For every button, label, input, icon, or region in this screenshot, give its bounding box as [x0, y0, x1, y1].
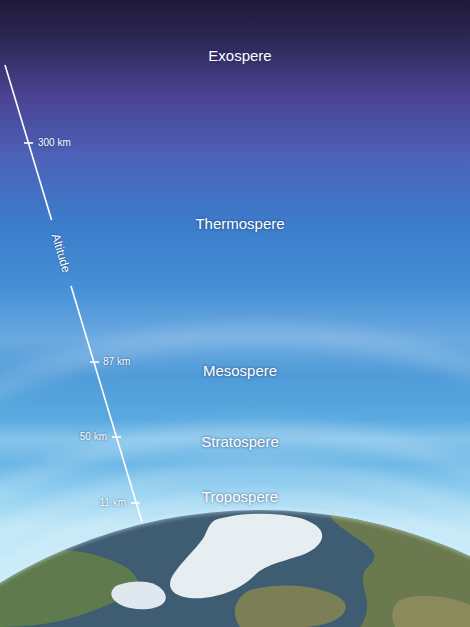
tick-mark: [90, 361, 99, 363]
tick-mark: [112, 436, 121, 438]
layer-name: Mesospere: [203, 363, 277, 378]
earth: [0, 500, 470, 627]
altitude-value: 50 km: [80, 432, 107, 442]
axis-label: Altitude: [50, 232, 73, 274]
layer-name: Tropospere: [202, 489, 278, 504]
tick-mark: [131, 502, 140, 504]
layer-name: Thermospere: [195, 216, 284, 231]
altitude-axis: [5, 65, 142, 522]
altitude-value: 87 km: [103, 357, 130, 367]
altitude-value: 11 km: [100, 498, 127, 508]
layer-name: Stratospere: [201, 434, 279, 449]
axis-line: [71, 286, 142, 522]
tick-mark: [24, 142, 33, 144]
horizon-glow: [0, 509, 470, 627]
altitude-value: 300 km: [38, 138, 71, 148]
layer-name: Exospere: [208, 48, 271, 63]
atmosphere-bands: [0, 334, 470, 627]
